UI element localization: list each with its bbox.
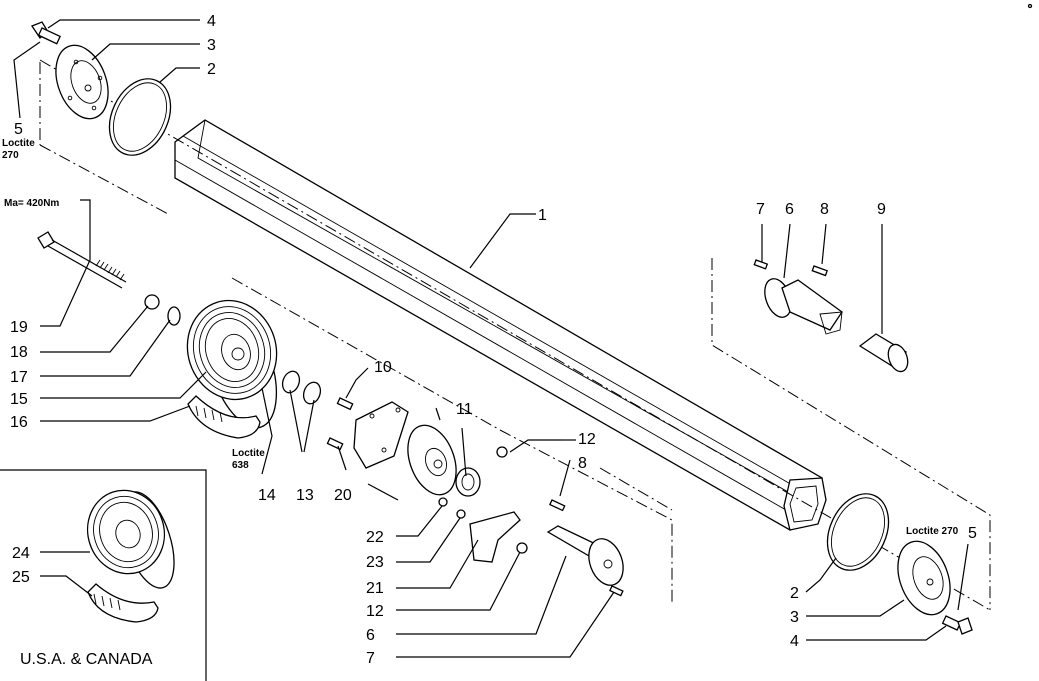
label-9: 9 xyxy=(877,201,886,218)
ring-part-13 xyxy=(302,381,322,405)
inset-usa-canada: 24 25 U.S.A. & CANADA xyxy=(0,469,207,681)
screw-part-7-lower xyxy=(609,585,624,597)
washer-part-18 xyxy=(144,294,160,310)
label-10: 10 xyxy=(374,359,392,376)
sleeve-part-9 xyxy=(858,333,909,373)
belt-part-16 xyxy=(187,395,261,439)
label-13: 13 xyxy=(296,487,314,504)
screw-part-7-right xyxy=(753,259,769,270)
label-8-right: 8 xyxy=(820,201,829,218)
label-2-right: 2 xyxy=(790,585,799,602)
bolt-left xyxy=(31,21,61,45)
label-16: 16 xyxy=(10,414,28,431)
gasket-plate xyxy=(353,401,409,501)
label-2-top: 2 xyxy=(207,61,216,78)
label-12-lower: 12 xyxy=(366,603,384,620)
torque-note: Ma= 420Nm xyxy=(4,198,59,209)
label-6-right: 6 xyxy=(785,201,794,218)
screw-part-10 xyxy=(336,397,354,411)
loctite-638-note-line2: 638 xyxy=(232,460,249,471)
label-14: 14 xyxy=(258,487,276,504)
nut-part-12-lower xyxy=(516,542,528,554)
label-3-right: 3 xyxy=(790,609,799,626)
nut-part-23 xyxy=(456,509,466,519)
label-1: 1 xyxy=(538,207,547,224)
shaft-part-6-lower xyxy=(546,525,624,586)
loctite-270-note-line2: 270 xyxy=(2,150,19,161)
label-17: 17 xyxy=(10,369,28,386)
ring-part-14 xyxy=(281,370,301,394)
long-bolt-part-19 xyxy=(37,231,127,289)
bolt-right xyxy=(941,615,973,635)
label-4-top: 4 xyxy=(207,13,216,30)
nut-part-12-upper xyxy=(496,446,508,458)
loctite-270-note-right: Loctite 270 xyxy=(906,526,959,537)
label-7-lower: 7 xyxy=(366,650,375,667)
end-cap-left xyxy=(55,44,109,120)
assembly-notes: Loctite 270 Ma= 420Nm Loctite 638 Loctit… xyxy=(2,138,959,537)
key-part-8-right xyxy=(811,265,828,277)
loctite-638-note-line1: Loctite xyxy=(232,448,265,459)
tube-part-1 xyxy=(174,119,827,531)
key-part-8-lower xyxy=(549,499,566,512)
corner-mark xyxy=(1027,3,1033,9)
label-4-right: 4 xyxy=(790,633,799,650)
o-ring-right xyxy=(826,493,890,571)
label-22: 22 xyxy=(366,529,384,546)
label-5-top: 5 xyxy=(14,121,23,138)
pulley-part-15 xyxy=(186,299,278,429)
label-7-right: 7 xyxy=(756,201,765,218)
nut-part-22 xyxy=(438,497,448,507)
label-6-lower: 6 xyxy=(366,627,375,644)
label-24: 24 xyxy=(12,545,30,562)
label-19: 19 xyxy=(10,319,28,336)
label-25: 25 xyxy=(12,569,30,586)
bearing-part-11 xyxy=(455,467,481,497)
pulley-part-24 xyxy=(86,489,175,589)
label-3-top: 3 xyxy=(207,37,216,54)
centre-axis xyxy=(39,59,991,611)
label-5-right: 5 xyxy=(968,525,977,542)
label-15: 15 xyxy=(10,391,28,408)
label-11: 11 xyxy=(456,401,473,418)
loctite-270-note-line1: Loctite xyxy=(2,138,35,149)
leader-lines xyxy=(13,19,969,658)
label-20: 20 xyxy=(334,487,352,504)
label-8-lower: 8 xyxy=(578,455,587,472)
o-ring-left xyxy=(108,78,172,156)
shaft-part-6-right xyxy=(764,278,843,335)
ring-part-17 xyxy=(167,306,181,326)
belt-part-25 xyxy=(87,583,159,623)
end-cap-right xyxy=(897,540,951,616)
label-23: 23 xyxy=(366,554,384,571)
bracket-part-21 xyxy=(469,511,521,563)
label-12-upper: 12 xyxy=(578,431,596,448)
inset-caption: U.S.A. & CANADA xyxy=(20,651,153,668)
label-21: 21 xyxy=(366,580,384,597)
screw-part-20 xyxy=(326,437,344,451)
label-18: 18 xyxy=(10,344,28,361)
part-labels: 4 3 2 5 1 19 18 17 15 16 10 11 12 8 14 1… xyxy=(10,13,977,667)
bearing-housing xyxy=(407,424,457,496)
